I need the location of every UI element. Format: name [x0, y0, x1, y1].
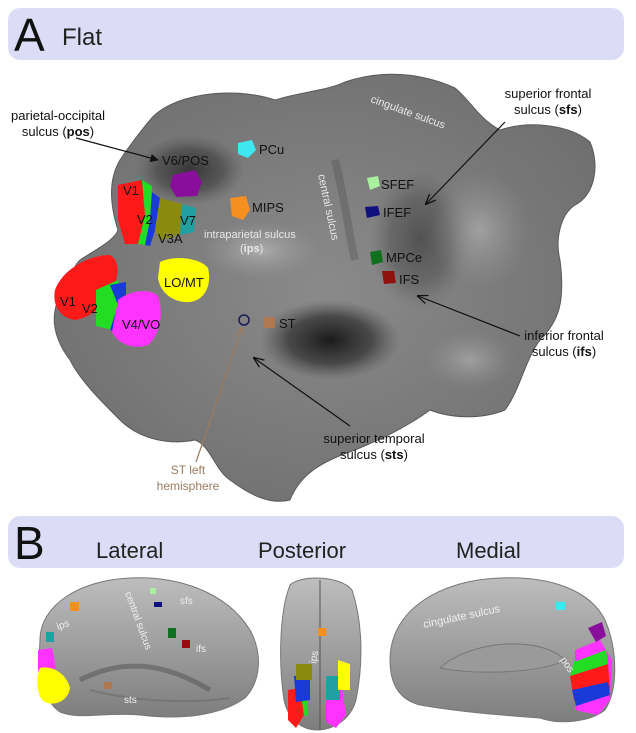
posterior-left-v3a — [296, 664, 312, 680]
label-v7: V7 — [180, 213, 196, 228]
label-superior-frontal-line2: sulcus (sfs) — [514, 102, 582, 117]
label-pcu: PCu — [259, 142, 284, 157]
label-inferior-frontal-line1: inferior frontal — [524, 328, 604, 343]
posterior-right-lo — [338, 660, 350, 690]
brain-lateral: ips central sulcus sfs ifs sts — [37, 578, 258, 717]
ifs-suffix: ) — [592, 344, 596, 359]
sts-prefix: sulcus ( — [340, 447, 385, 462]
pos-prefix: sulcus ( — [22, 124, 67, 139]
lateral-pcu-patch — [46, 632, 54, 642]
label-st-left-line1: ST left — [171, 463, 206, 477]
label-mpce: MPCe — [386, 250, 422, 265]
roi-ifs — [382, 271, 396, 284]
label-lomt: LO/MT — [164, 275, 204, 290]
posterior-right-v2 — [326, 676, 340, 700]
label-parietal-occipital-line1: parietal-occipital — [11, 108, 105, 123]
light-shading-3 — [425, 330, 515, 390]
lateral-ifef-patch — [154, 602, 162, 607]
brain-medial: cingulate sulcus pos — [390, 578, 615, 722]
sfs-suffix: ) — [578, 102, 582, 117]
ips-bold: ips — [244, 243, 260, 255]
label-ifef: IFEF — [383, 205, 411, 220]
label-v2-top: V2 — [137, 212, 153, 227]
label-v1-top: V1 — [123, 183, 139, 198]
label-v4vo: V4/VO — [122, 317, 160, 332]
label-superior-temporal-line2: sulcus (sts) — [340, 447, 408, 462]
sts-suffix: ) — [404, 447, 408, 462]
sfs-bold: sfs — [559, 102, 578, 117]
label-ips-abbrev: (ips) — [240, 243, 263, 255]
label-ifs: IFS — [399, 272, 420, 287]
light-shading-2 — [430, 170, 530, 290]
posterior-label-ips: ips — [308, 650, 321, 665]
lateral-st-patch — [104, 682, 112, 689]
label-superior-frontal-line1: superior frontal — [505, 86, 592, 101]
lateral-ifs-patch — [182, 640, 190, 648]
label-superior-temporal-line1: superior temporal — [323, 431, 424, 446]
label-intraparietal-sulcus: intraparietal sulcus — [204, 229, 296, 241]
lateral-mips-patch — [70, 602, 79, 611]
label-mips: MIPS — [252, 200, 284, 215]
lateral-label-sts: sts — [124, 695, 137, 706]
label-sfef: SFEF — [381, 177, 414, 192]
sts-bold: sts — [385, 447, 404, 462]
ifs-prefix: sulcus ( — [532, 344, 577, 359]
ips-paren-close: ) — [260, 243, 264, 255]
brain-posterior: ips — [281, 578, 361, 730]
lateral-label-ifs: ifs — [196, 644, 206, 655]
dark-shading-temporal — [260, 300, 400, 380]
roi-st — [264, 317, 275, 328]
label-st: ST — [279, 316, 296, 331]
ifs-bold: ifs — [577, 344, 592, 359]
medial-pcu-patch — [556, 602, 565, 610]
pos-bold: pos — [67, 124, 90, 139]
pos-suffix: ) — [90, 124, 94, 139]
label-v1-bottom: V1 — [60, 294, 76, 309]
label-v2-bottom: V2 — [82, 301, 98, 316]
posterior-mips-patch — [318, 628, 326, 636]
sfs-prefix: sulcus ( — [514, 102, 559, 117]
label-st-left-line2: hemisphere — [157, 479, 220, 493]
label-parietal-occipital-line2: sulcus (pos) — [22, 124, 94, 139]
lateral-sfef-patch — [150, 588, 156, 594]
label-v6pos: V6/POS — [162, 153, 209, 168]
lateral-mpce-patch — [168, 628, 176, 638]
label-inferior-frontal-line2: sulcus (ifs) — [532, 344, 596, 359]
label-v3a: V3A — [158, 231, 183, 246]
lateral-label-sfs: sfs — [180, 596, 193, 607]
